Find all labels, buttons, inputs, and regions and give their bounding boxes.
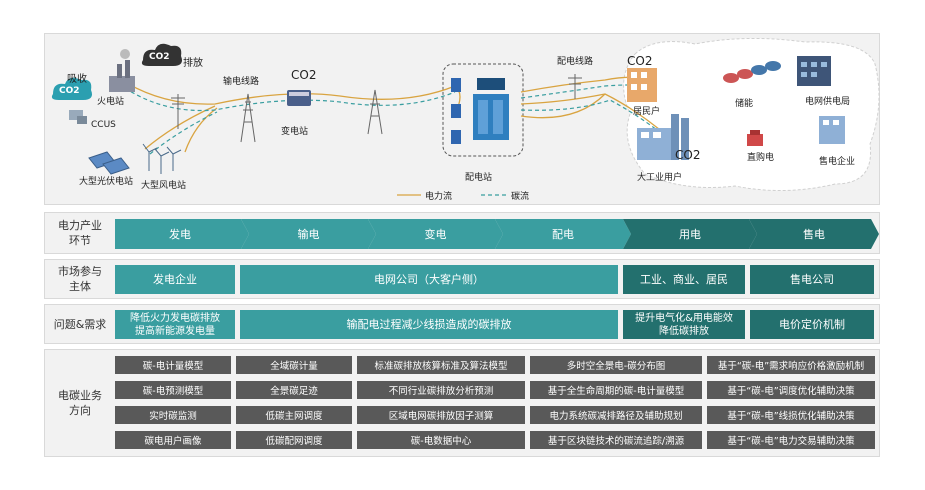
direction-cell: 电力系统碳减排路径及辅助规划 bbox=[530, 406, 702, 424]
energy-flow-diagram: 吸收 CO2 CO2 排放 火电站 CCUS 大型光伏电站 大型风电站 输电线路… bbox=[44, 33, 880, 205]
distribution-station-label: 配电站 bbox=[465, 173, 493, 183]
emit-label: 排放 bbox=[183, 58, 203, 69]
wind-turbine-icon bbox=[166, 146, 182, 171]
direction-cell: 全域碳计量 bbox=[236, 356, 352, 374]
market-participants-label: 市场参与 主体 bbox=[58, 265, 102, 293]
chain-stage-generation: 发电 bbox=[169, 228, 191, 241]
direction-cell: 区域电网碳排放因子测算 bbox=[357, 406, 525, 424]
solar-panel-icons bbox=[88, 151, 130, 175]
grid-bureau-icon bbox=[797, 56, 831, 86]
direction-cell: 碳-电数据中心 bbox=[357, 431, 525, 449]
thermal-plant-icon bbox=[109, 49, 135, 92]
wind-turbine-icons bbox=[142, 143, 182, 174]
carbon-flow-lines bbox=[124, 84, 671, 155]
pole-icon bbox=[171, 94, 185, 129]
direct-purchase-label: 直购电 bbox=[747, 153, 775, 163]
direct-purchase-icon bbox=[747, 130, 763, 146]
industrial-building-icon bbox=[637, 114, 689, 160]
direction-cell: 实时碳监测 bbox=[115, 406, 231, 424]
substation-co2-label: CO2 bbox=[291, 68, 317, 82]
issues-needs-row: 问题&需求 降低火力发电碳排放 提高新能源发电量 输配电过程减少线损造成的碳排放… bbox=[44, 304, 880, 344]
solar-panel-icon bbox=[102, 157, 130, 175]
chain-stage-transformation: 变电 bbox=[424, 228, 447, 241]
direction-cell: 多时空全景电-碳分布图 bbox=[530, 356, 702, 374]
business-directions-row: 电碳业务 方向 碳-电计量模型 碳-电预测模型 实时碳监测 碳电用户画像 全域碳… bbox=[44, 349, 880, 457]
market-participants-row: 市场参与 主体 发电企业 电网公司（大客户侧） 工业、商业、居民 售电公司 bbox=[44, 259, 880, 299]
chain-stage-distribution: 配电 bbox=[552, 228, 574, 241]
wind-turbine-icon bbox=[142, 143, 158, 171]
direction-cell: 不同行业碳排放分析预测 bbox=[357, 381, 525, 399]
substation-label: 变电站 bbox=[281, 127, 309, 137]
chain-arrow-transmission bbox=[241, 219, 376, 249]
chain-stage-sales: 售电 bbox=[803, 228, 825, 241]
direction-cell: 基于全生命周期的碳-电计量模型 bbox=[530, 381, 702, 399]
absorb-label: 吸收 bbox=[67, 74, 87, 85]
chain-arrow-distribution bbox=[495, 219, 631, 249]
chain-stage-consumption: 用电 bbox=[679, 228, 701, 241]
tower-icon bbox=[240, 93, 256, 143]
retail-enterprise-label: 售电企业 bbox=[819, 157, 856, 167]
issue-grid: 输配电过程减少线损造成的碳排放 bbox=[240, 310, 618, 339]
resident-co2-label: CO2 bbox=[627, 54, 653, 68]
solar-plant-label: 大型光伏电站 bbox=[79, 177, 134, 187]
flow-diagram-canvas bbox=[51, 37, 880, 196]
storage-icon bbox=[723, 61, 781, 83]
pole-icon bbox=[568, 74, 582, 99]
industry-chain-arrows bbox=[115, 219, 879, 249]
substation-icon bbox=[287, 90, 311, 106]
direction-cell: 标准碳排放核算标准及算法模型 bbox=[357, 356, 525, 374]
business-directions-label: 电碳业务 方向 bbox=[58, 389, 102, 417]
direction-cell: 基于区块链技术的碳流追踪/溯源 bbox=[530, 431, 702, 449]
ccus-label: CCUS bbox=[91, 120, 116, 130]
direction-cell: 基于“碳-电”需求响应价格激励机制 bbox=[707, 356, 875, 374]
chain-arrow-sales bbox=[749, 219, 879, 249]
transmission-line-label: 输电线路 bbox=[223, 77, 260, 87]
issue-generation: 降低火力发电碳排放 提高新能源发电量 bbox=[115, 310, 235, 339]
direction-cell: 基于“碳-电”电力交易辅助决策 bbox=[707, 431, 875, 449]
direction-cell: 低碳配网调度 bbox=[236, 431, 352, 449]
issue-consumption: 提升电气化&用电能效 降低碳排放 bbox=[623, 310, 745, 339]
direction-cell: 碳-电计量模型 bbox=[115, 356, 231, 374]
chain-stage-transmission: 输电 bbox=[297, 228, 320, 241]
direction-cell: 基于“碳-电”线损优化辅助决策 bbox=[707, 406, 875, 424]
direction-cell: 全景碳足迹 bbox=[236, 381, 352, 399]
direction-cell: 基于“碳-电”调度优化辅助决策 bbox=[707, 381, 875, 399]
wind-plant-label: 大型风电站 bbox=[141, 181, 187, 191]
market-generation-company: 发电企业 bbox=[115, 265, 235, 294]
direction-cell: 碳-电预测模型 bbox=[115, 381, 231, 399]
resident-label: 居民户 bbox=[633, 107, 661, 117]
market-end-users: 工业、商业、居民 bbox=[623, 265, 745, 294]
chain-arrow-generation bbox=[115, 219, 249, 249]
consumer-region-cloud bbox=[623, 37, 880, 192]
retail-enterprise-icon bbox=[819, 116, 845, 144]
storage-label: 储能 bbox=[735, 99, 754, 109]
distribution-transformer-icon bbox=[451, 78, 509, 144]
absorb-co2-label: CO2 bbox=[59, 86, 80, 96]
thermal-plant-label: 火电站 bbox=[97, 97, 125, 107]
distribution-line-label: 配电线路 bbox=[557, 57, 594, 67]
issue-sales: 电价定价机制 bbox=[750, 310, 874, 339]
chain-arrow-transformation bbox=[368, 219, 503, 249]
industry-chain-label: 电力产业 环节 bbox=[58, 219, 102, 247]
industry-chain-row: 电力产业 环节 发电 输电 变电 配电 用电 售电 bbox=[44, 212, 880, 254]
residential-building-icon bbox=[627, 68, 657, 102]
ccus-icon bbox=[69, 110, 87, 124]
emit-co2-label: CO2 bbox=[149, 52, 170, 62]
industrial-user-label: 大工业用户 bbox=[637, 173, 683, 183]
market-grid-company: 电网公司（大客户侧） bbox=[240, 265, 618, 294]
tower-icon bbox=[367, 89, 383, 135]
direction-cell: 碳电用户画像 bbox=[115, 431, 231, 449]
legend-carbon-label: 碳流 bbox=[511, 192, 530, 202]
market-sales-company: 售电公司 bbox=[750, 265, 874, 294]
wind-turbine-icon bbox=[154, 148, 170, 174]
chain-arrow-consumption bbox=[623, 219, 757, 249]
tower-icons bbox=[171, 74, 582, 143]
grid-bureau-label: 电网供电局 bbox=[805, 97, 851, 107]
emit-cloud-icon bbox=[141, 43, 182, 66]
direction-cell: 低碳主网调度 bbox=[236, 406, 352, 424]
issues-needs-label: 问题&需求 bbox=[53, 318, 107, 331]
legend-power-label: 电力流 bbox=[425, 192, 453, 202]
industrial-co2-label: CO2 bbox=[675, 148, 701, 162]
absorb-cloud-icon bbox=[51, 77, 92, 100]
